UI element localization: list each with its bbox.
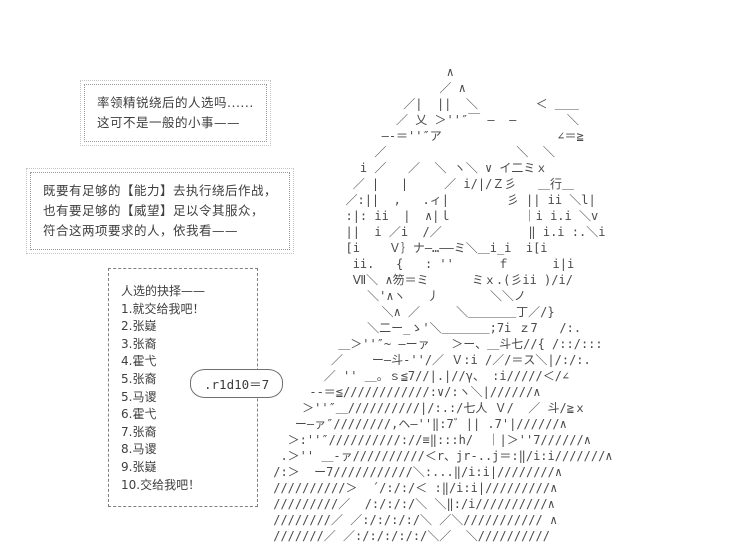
- choice-option: 3.张裔: [121, 336, 157, 351]
- ascii-art-line: Ⅶ＼ ∧笏＝ミ ミｘ.(彡ii )/i/: [266, 273, 573, 287]
- ascii-art-line: ＼∧ ／ ＼＿＿＿＿丁／/}: [266, 305, 555, 319]
- ascii-art-line: ／ ∧: [266, 81, 466, 95]
- ascii-art-line: ///////／ ／:/:/:/:/:/＼／ ＼//////////: [266, 529, 550, 543]
- ascii-art-line: ＞:''″//////////://≡‖:::h/ ｜|＞''7//////∧: [266, 433, 591, 447]
- ascii-art-line: /////////／ /:/:/:/＼ ＼‖:/i//////////∧: [266, 497, 555, 511]
- ascii-art-line: ＿＞''″~ ―ーァ ＞ー、＿斗七//{ /::/:::: [266, 337, 603, 351]
- dialogue-box-middle: 既要有足够的【能力】去执行绕后作战， 也有要足够的【威望】足以令其服众， 符合这两项…: [25, 168, 295, 254]
- ascii-art-line: ii. { : '' ｆ i|i: [266, 257, 575, 271]
- choice-option: 5.张裔: [121, 371, 157, 386]
- choice-option: 8.马谡: [121, 442, 157, 457]
- choice-option: 4.霍弋: [121, 354, 157, 369]
- choice-option: 7.张裔: [121, 424, 157, 439]
- dialogue-line: 这可不是一般的小事——: [97, 115, 241, 130]
- ascii-art-character: ∧ ／ ∧ ／| || ＼ ＜ ＿＿ ／ 乂 ＞''″￣ ― ― ＼ ―-＝''…: [266, 32, 613, 544]
- ascii-art-line: ／ 乂 ＞''″￣ ― ― ＼: [266, 113, 579, 127]
- ascii-art-line: ////////／ ／:/:/:/:/＼ ／＼/////////// ∧: [266, 513, 558, 527]
- ascii-art-line: || i ／i /／ ‖ i.i :.＼i: [266, 225, 606, 239]
- ascii-art-line: ／ | | ／ i/|/Ｚ彡 ＿行＿: [266, 177, 574, 191]
- choice-option: 9.张嶷: [121, 459, 157, 474]
- choice-option: 1.就交给我吧！: [121, 301, 205, 316]
- dialogue-line: 也有要足够的【威望】足以令其服众，: [43, 203, 265, 218]
- choice-box-title: 人选的抉择——: [121, 284, 206, 298]
- dice-roll-bubble: .r1d10＝7: [190, 369, 284, 398]
- ascii-art-line: ／:|| , .ィ| 彡 || ii ＼l|: [266, 193, 596, 207]
- ascii-art-line: [i Ｖ｝ナ―…――ミ＼＿i_i i[i: [266, 241, 548, 255]
- ascii-art-line: //////////＞ ´/:/:/＜ :‖/i:i|/////////∧: [266, 481, 558, 495]
- ascii-art-line: ―-＝''″ア ∠＝≧: [266, 129, 584, 143]
- ascii-art-line: ＼'∧ヽ 丿 ＼＼ノ: [266, 289, 526, 303]
- ascii-art-line: ∧: [266, 65, 454, 79]
- ascii-art-line: ／| || ＼ ＜ ＿＿: [266, 97, 579, 111]
- choice-option: 6.霍弋: [121, 407, 157, 422]
- ascii-art-line: ＼二ー_ゝ'＼＿＿＿＿;7i ｚ7 /:.: [266, 321, 582, 335]
- choice-option: 10.交给我吧！: [121, 477, 201, 492]
- ascii-art-line: ／ '' ＿。ｓ≦7//|.|//γ、 :i/////＜/∠: [266, 369, 570, 383]
- ascii-art-line: :|: ii | ∧|ｌ ｜i i.i ＼v: [266, 209, 599, 223]
- choice-option: 2.张嶷: [121, 319, 157, 334]
- ascii-art-line: /:＞ ー7///////////＼:...‖/i:i|////////∧: [266, 465, 563, 479]
- ascii-art-line: --＝≦////////////:∨/:ヽ＼|//////∧: [266, 385, 541, 399]
- dialogue-line: 既要有足够的【能力】去执行绕后作战，: [43, 183, 278, 198]
- dialogue-line: 符合这两项要求的人，依我看——: [43, 223, 239, 238]
- dialogue-line: 率领精锐绕后的人选吗......: [97, 95, 254, 110]
- ascii-art-line: ／ ー―斗-''/／ Ｖ:i /／/＝ス＼|/:/:.: [266, 353, 591, 367]
- ascii-art-line: i ／ ／ ＼ ヽ＼ ∨ イ二ミｘ: [266, 161, 548, 175]
- ascii-art-line: ー―ァ″////////,ヘ―''‖:7゛|| .7'|//////∧: [266, 417, 567, 431]
- ascii-art-line: ／ ＼ ＼: [266, 145, 555, 159]
- choice-option: 5.马谡: [121, 389, 157, 404]
- ascii-art-line: .＞'' ＿-ァ//////////＜r、jr-..j＝:‖/i:i//////…: [266, 449, 613, 463]
- ascii-art-line: ＞''″＿//////////|/:.:/七人 Ｖ/ ／ 斗/≧ｘ: [266, 401, 586, 415]
- choice-option-list: 1.就交给我吧！ 2.张嶷 3.张裔 4.霍弋 5.张裔 5.马谡 6.霍弋 7.张裔 8.马谡…: [121, 301, 247, 495]
- dialogue-box-top: 率领精锐绕后的人选吗...... 这可不是一般的小事——: [80, 80, 271, 146]
